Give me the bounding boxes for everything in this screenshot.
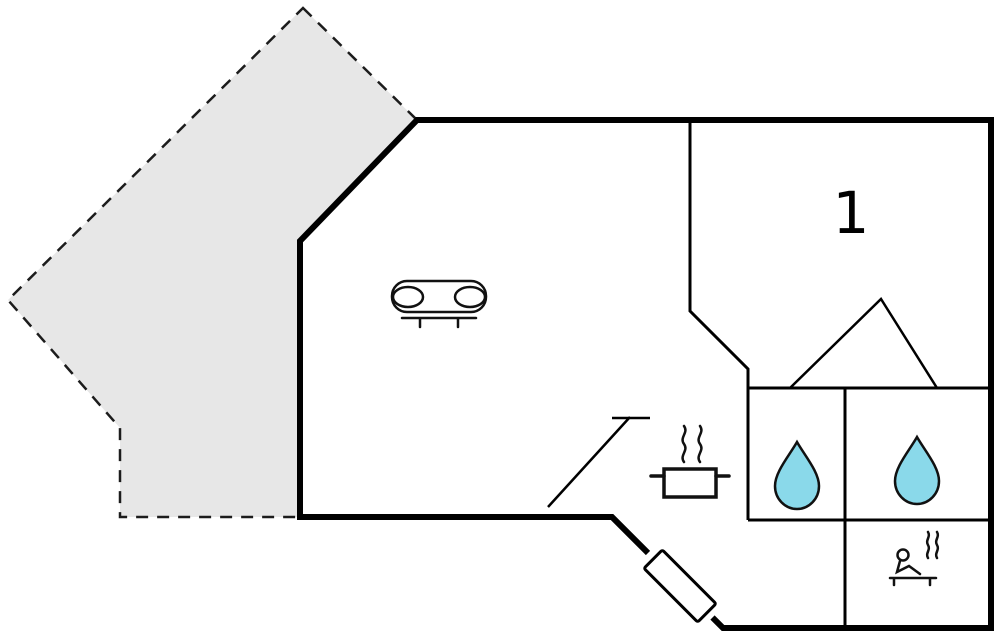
entrance-door [643, 548, 717, 623]
room1-door-swing [789, 297, 939, 389]
water-drop-icon [893, 434, 941, 506]
sofa-icon [390, 279, 488, 329]
room1-label: 1 [833, 179, 870, 247]
door-leaf [643, 549, 717, 623]
interior-walls [547, 121, 991, 628]
wall-living-room1 [688, 121, 750, 520]
building-outline [297, 117, 994, 631]
cooking-pot-icon [649, 424, 731, 499]
sauna-icon [888, 530, 940, 587]
terrace-area [6, 6, 419, 519]
water-drop-icon [773, 439, 821, 511]
wall-kitchen-partition [547, 416, 650, 508]
